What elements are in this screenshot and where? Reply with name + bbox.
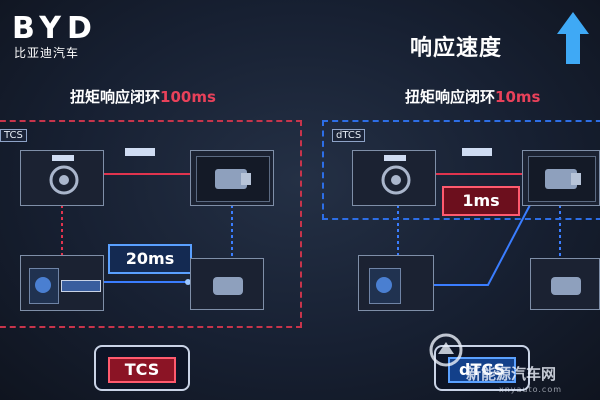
right-motor-module [522,150,600,206]
left-wheel-chip [52,155,74,161]
left-title-text: 扭矩响应闭环 [70,88,161,106]
brand-name: 比亚迪汽车 [14,46,80,60]
dtcs-button-label: dTCS [448,357,516,383]
right-timing-badge: 1ms [442,186,520,216]
watermark-url: xnyauto.com [498,385,562,394]
headline: 响应速度 [410,36,503,61]
controller-icon [376,277,392,293]
watermark-text: 新能源汽车网 [465,365,556,383]
right-panel-tag: dTCS [332,129,366,142]
right-panel-title: 扭矩响应闭环10ms [405,86,540,107]
left-top-link-chip [125,148,155,156]
tcs-button-label: TCS [108,357,176,383]
left-panel-tag: TCS [0,129,27,142]
right-title-value: 10ms [495,88,541,106]
left-timing-badge: 20ms [108,244,192,274]
wheel-icon [49,165,79,195]
left-wheel-module [20,150,104,206]
left-panel-title: 扭矩响应闭环100ms [70,86,216,107]
pump-icon [213,277,243,295]
right-panel-frame [322,120,600,220]
motor-icon [545,169,581,189]
right-top-link-chip [462,148,492,156]
right-controller-module [358,255,434,311]
right-wheel-module [352,150,436,206]
wheel-icon [381,165,411,195]
left-panel-frame [0,120,302,328]
left-signal-dot [185,279,191,285]
controller-icon [35,277,51,293]
watermark-logo-icon [429,333,463,367]
tcs-button[interactable]: TCS [94,345,190,391]
left-controller-bar [61,280,101,292]
up-arrow-icon [557,12,589,64]
right-wheel-chip [384,155,406,161]
left-controller-screen [29,268,59,304]
right-title-text: 扭矩响应闭环 [405,88,496,106]
left-motor-module [190,150,274,206]
left-title-value: 100ms [160,88,216,106]
right-controller-screen [369,268,401,304]
brand-logo: BYD [12,11,98,46]
motor-icon [215,169,251,189]
right-controller-motor-link [432,204,531,286]
right-pump-module [530,258,600,310]
pump-icon [551,277,581,295]
left-pump-module [190,258,264,310]
left-controller-module [20,255,104,311]
